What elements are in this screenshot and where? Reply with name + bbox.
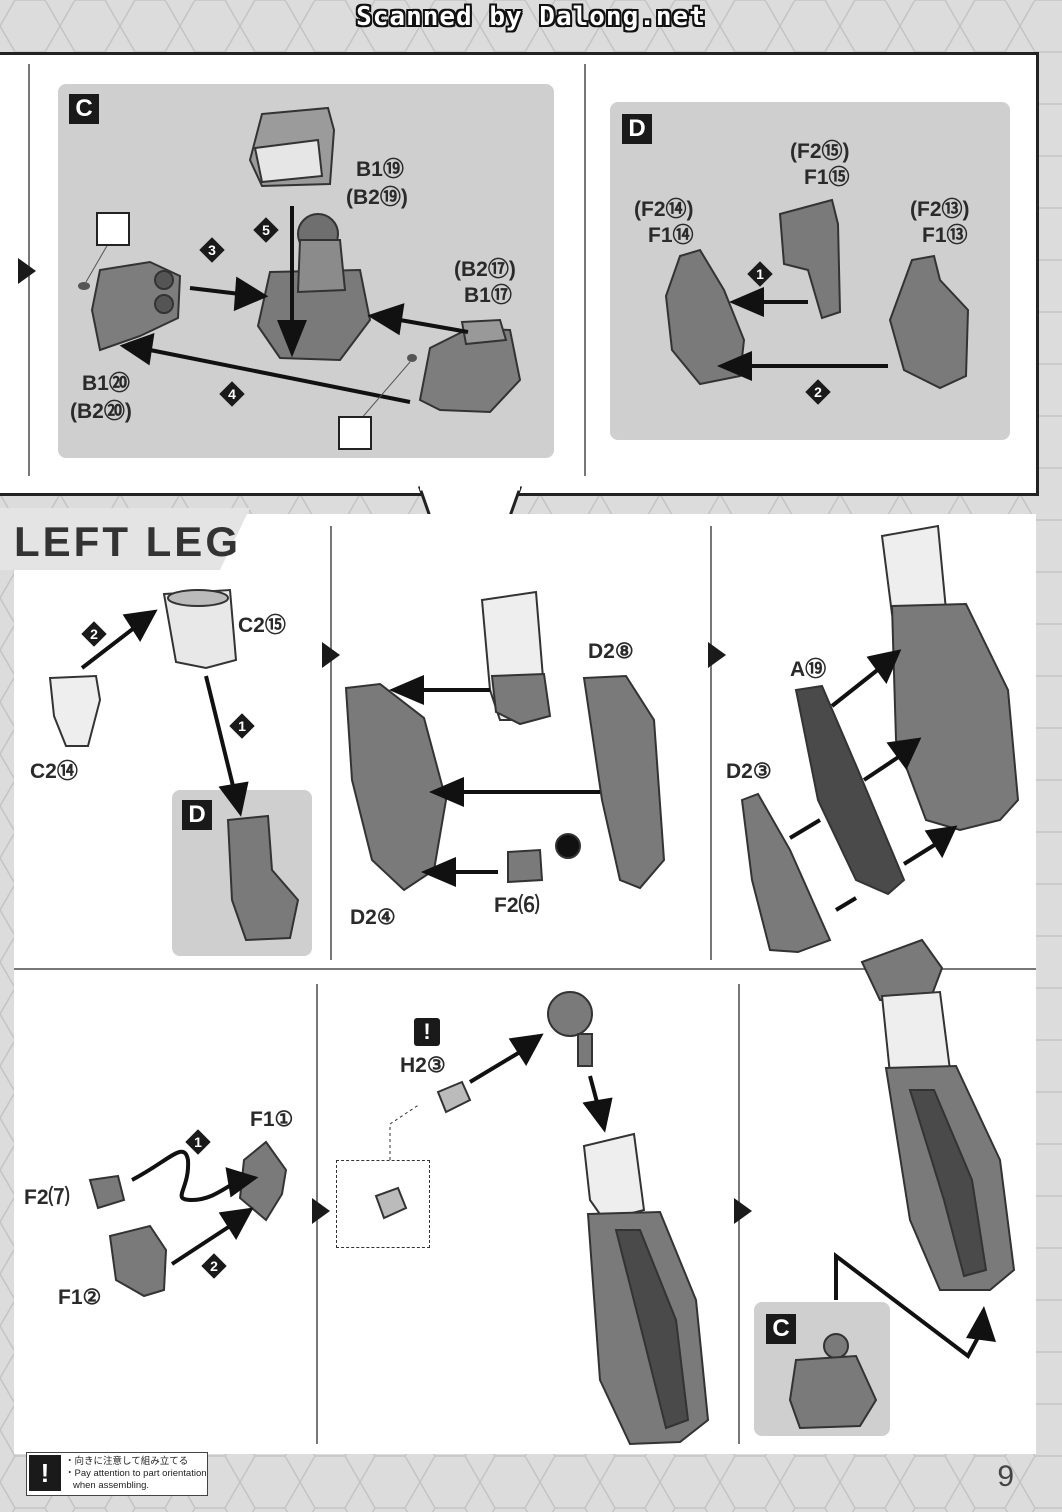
label-a-19: A⑲	[790, 658, 827, 681]
label-f1-13: F1⑬	[922, 224, 968, 247]
label-b2-19: (B2⑲)	[346, 186, 408, 209]
label-h2-3: H2③	[400, 1054, 446, 1077]
next-step-arrow	[312, 1198, 330, 1224]
step-number-badge: 2	[806, 380, 830, 404]
note-line-en2: when assembling.	[73, 1480, 150, 1491]
label-f2-13: (F2⑬)	[910, 198, 970, 221]
next-step-arrow	[322, 642, 340, 668]
next-step-arrow	[18, 258, 36, 284]
divider	[710, 526, 712, 960]
note-line-jp: ・向きに注意して組み立てる	[65, 1456, 189, 1467]
step-number-badge: 1	[748, 262, 772, 286]
label-b2-20: (B2⑳)	[70, 400, 132, 423]
top-panel-divider-mid	[584, 64, 586, 476]
divider	[330, 526, 332, 960]
next-step-arrow	[734, 1198, 752, 1224]
step-c-inset-letter: C	[766, 1314, 796, 1344]
nipper-icon	[96, 212, 130, 246]
label-f1-1: F1①	[250, 1108, 294, 1131]
label-d2-8: D2⑧	[588, 640, 634, 663]
label-b1-17: B1⑰	[464, 284, 512, 307]
step-number-badge: 4	[220, 382, 244, 406]
step-number-badge: 3	[200, 238, 224, 262]
step-number-badge: 2	[202, 1254, 226, 1278]
label-b2-17: (B2⑰)	[454, 258, 516, 281]
label-c2-14: C2⑭	[30, 760, 78, 783]
step-d-letter: D	[622, 114, 652, 144]
scan-credit: Scanned by Dalong.net	[356, 2, 706, 32]
label-f1-14: F1⑭	[648, 224, 694, 247]
label-f2-15: (F2⑮)	[790, 140, 850, 163]
step-number-badge: 5	[254, 218, 278, 242]
step-d-inset-letter: D	[182, 800, 212, 830]
label-f2-27: F2⑺	[24, 1186, 70, 1209]
label-f2-26: F2⑹	[494, 894, 540, 917]
page-number: 9	[997, 1460, 1014, 1493]
label-f1-2: F1②	[58, 1286, 102, 1309]
label-d2-4: D2④	[350, 906, 396, 929]
label-b1-19: B1⑲	[356, 158, 404, 181]
warning-icon: !	[29, 1455, 61, 1491]
label-f2-14: (F2⑭)	[634, 198, 694, 221]
label-c2-15: C2⑮	[238, 614, 286, 637]
step-number-badge: 2	[82, 622, 106, 646]
label-b1-20: B1⑳	[82, 372, 130, 395]
orientation-note: ! ・向きに注意して組み立てる ・Pay attention to part o…	[26, 1452, 208, 1496]
section-title: LEFT LEG	[14, 518, 241, 565]
step-number-badge: 1	[230, 714, 254, 738]
divider	[14, 968, 1036, 970]
step-number-badge: 1	[186, 1130, 210, 1154]
label-f1-15: F1⑮	[804, 166, 850, 189]
orientation-detail-box	[336, 1160, 430, 1248]
next-step-arrow	[708, 642, 726, 668]
step-c-letter: C	[69, 94, 99, 124]
label-d2-3: D2③	[726, 760, 772, 783]
section-title-bg	[0, 508, 250, 570]
warning-icon: !	[414, 1018, 440, 1046]
nipper-icon	[338, 416, 372, 450]
note-line-en1: ・Pay attention to part orientation	[65, 1468, 207, 1479]
